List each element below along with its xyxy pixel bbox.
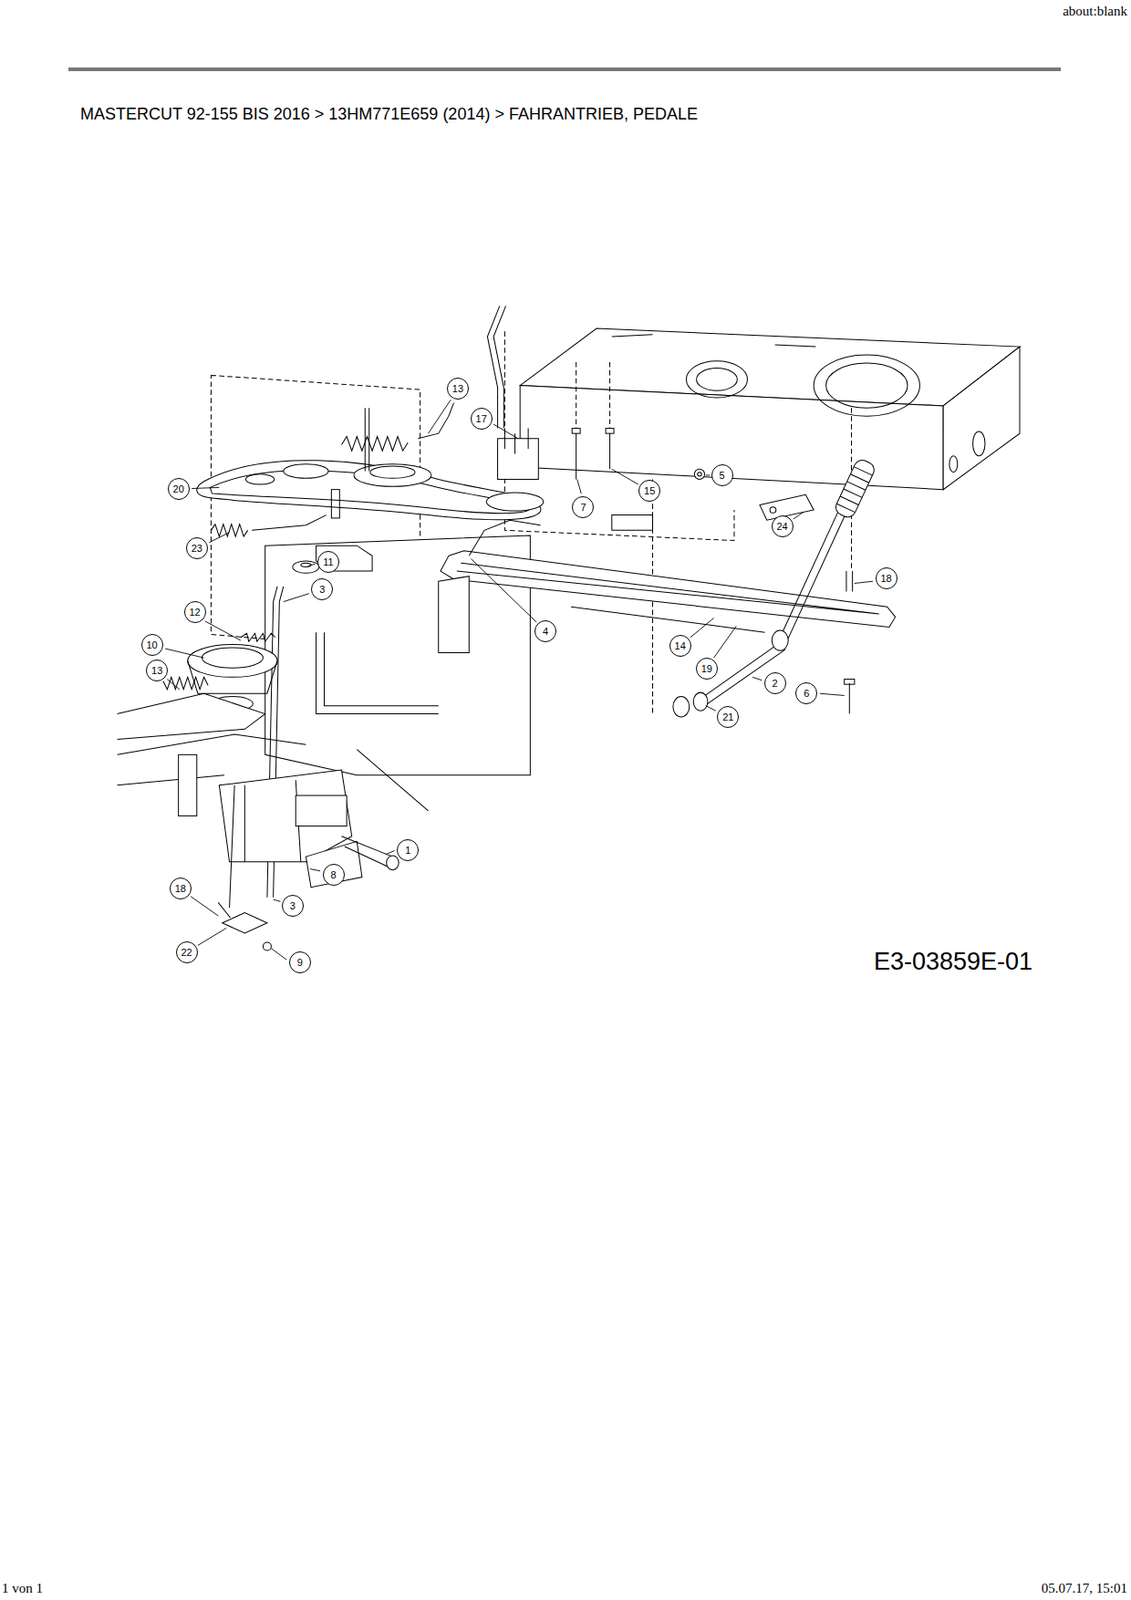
callout-number: 15 [638,479,661,502]
callout-number: 3 [311,578,333,601]
exploded-view [117,305,1020,951]
callout-number: 8 [322,863,345,886]
callout-number: 11 [317,550,340,573]
callout-number: 20 [167,477,190,500]
callout-number: 18 [875,567,898,590]
browser-header: about:blank [1062,3,1128,20]
callout-number: 5 [711,464,734,487]
drawing-code: E3-03859E-01 [873,947,1033,976]
callout-number: 23 [186,537,208,560]
callout-number: 18 [169,877,192,900]
leader-lines [165,399,873,960]
callout-number: 9 [289,951,312,974]
callout-number: 4 [534,620,557,643]
callout-number: 13 [446,377,469,400]
callout-number: 10 [141,633,164,656]
page-footer: 05.07.17, 15:01 [1041,1580,1128,1597]
callout-number: 17 [470,407,493,430]
callout-number: 1 [396,839,419,862]
callout-number: 13 [145,659,168,682]
callout-number: 22 [176,941,198,964]
callout-number: 2 [764,672,787,695]
callout-number: 3 [281,894,304,917]
callout-number: 14 [669,634,692,657]
callout-number: 6 [795,682,818,705]
callout-number: 19 [695,657,718,680]
callout-number: 7 [571,496,594,519]
callout-number: 12 [184,601,207,623]
breadcrumb-title: MASTERCUT 92-155 BIS 2016 > 13HM771E659 … [80,104,698,125]
page-footer: 1 von 1 [1,1580,43,1597]
callout-number: 21 [716,705,739,728]
callout-number: 24 [771,515,794,538]
header-rule [68,67,1061,72]
